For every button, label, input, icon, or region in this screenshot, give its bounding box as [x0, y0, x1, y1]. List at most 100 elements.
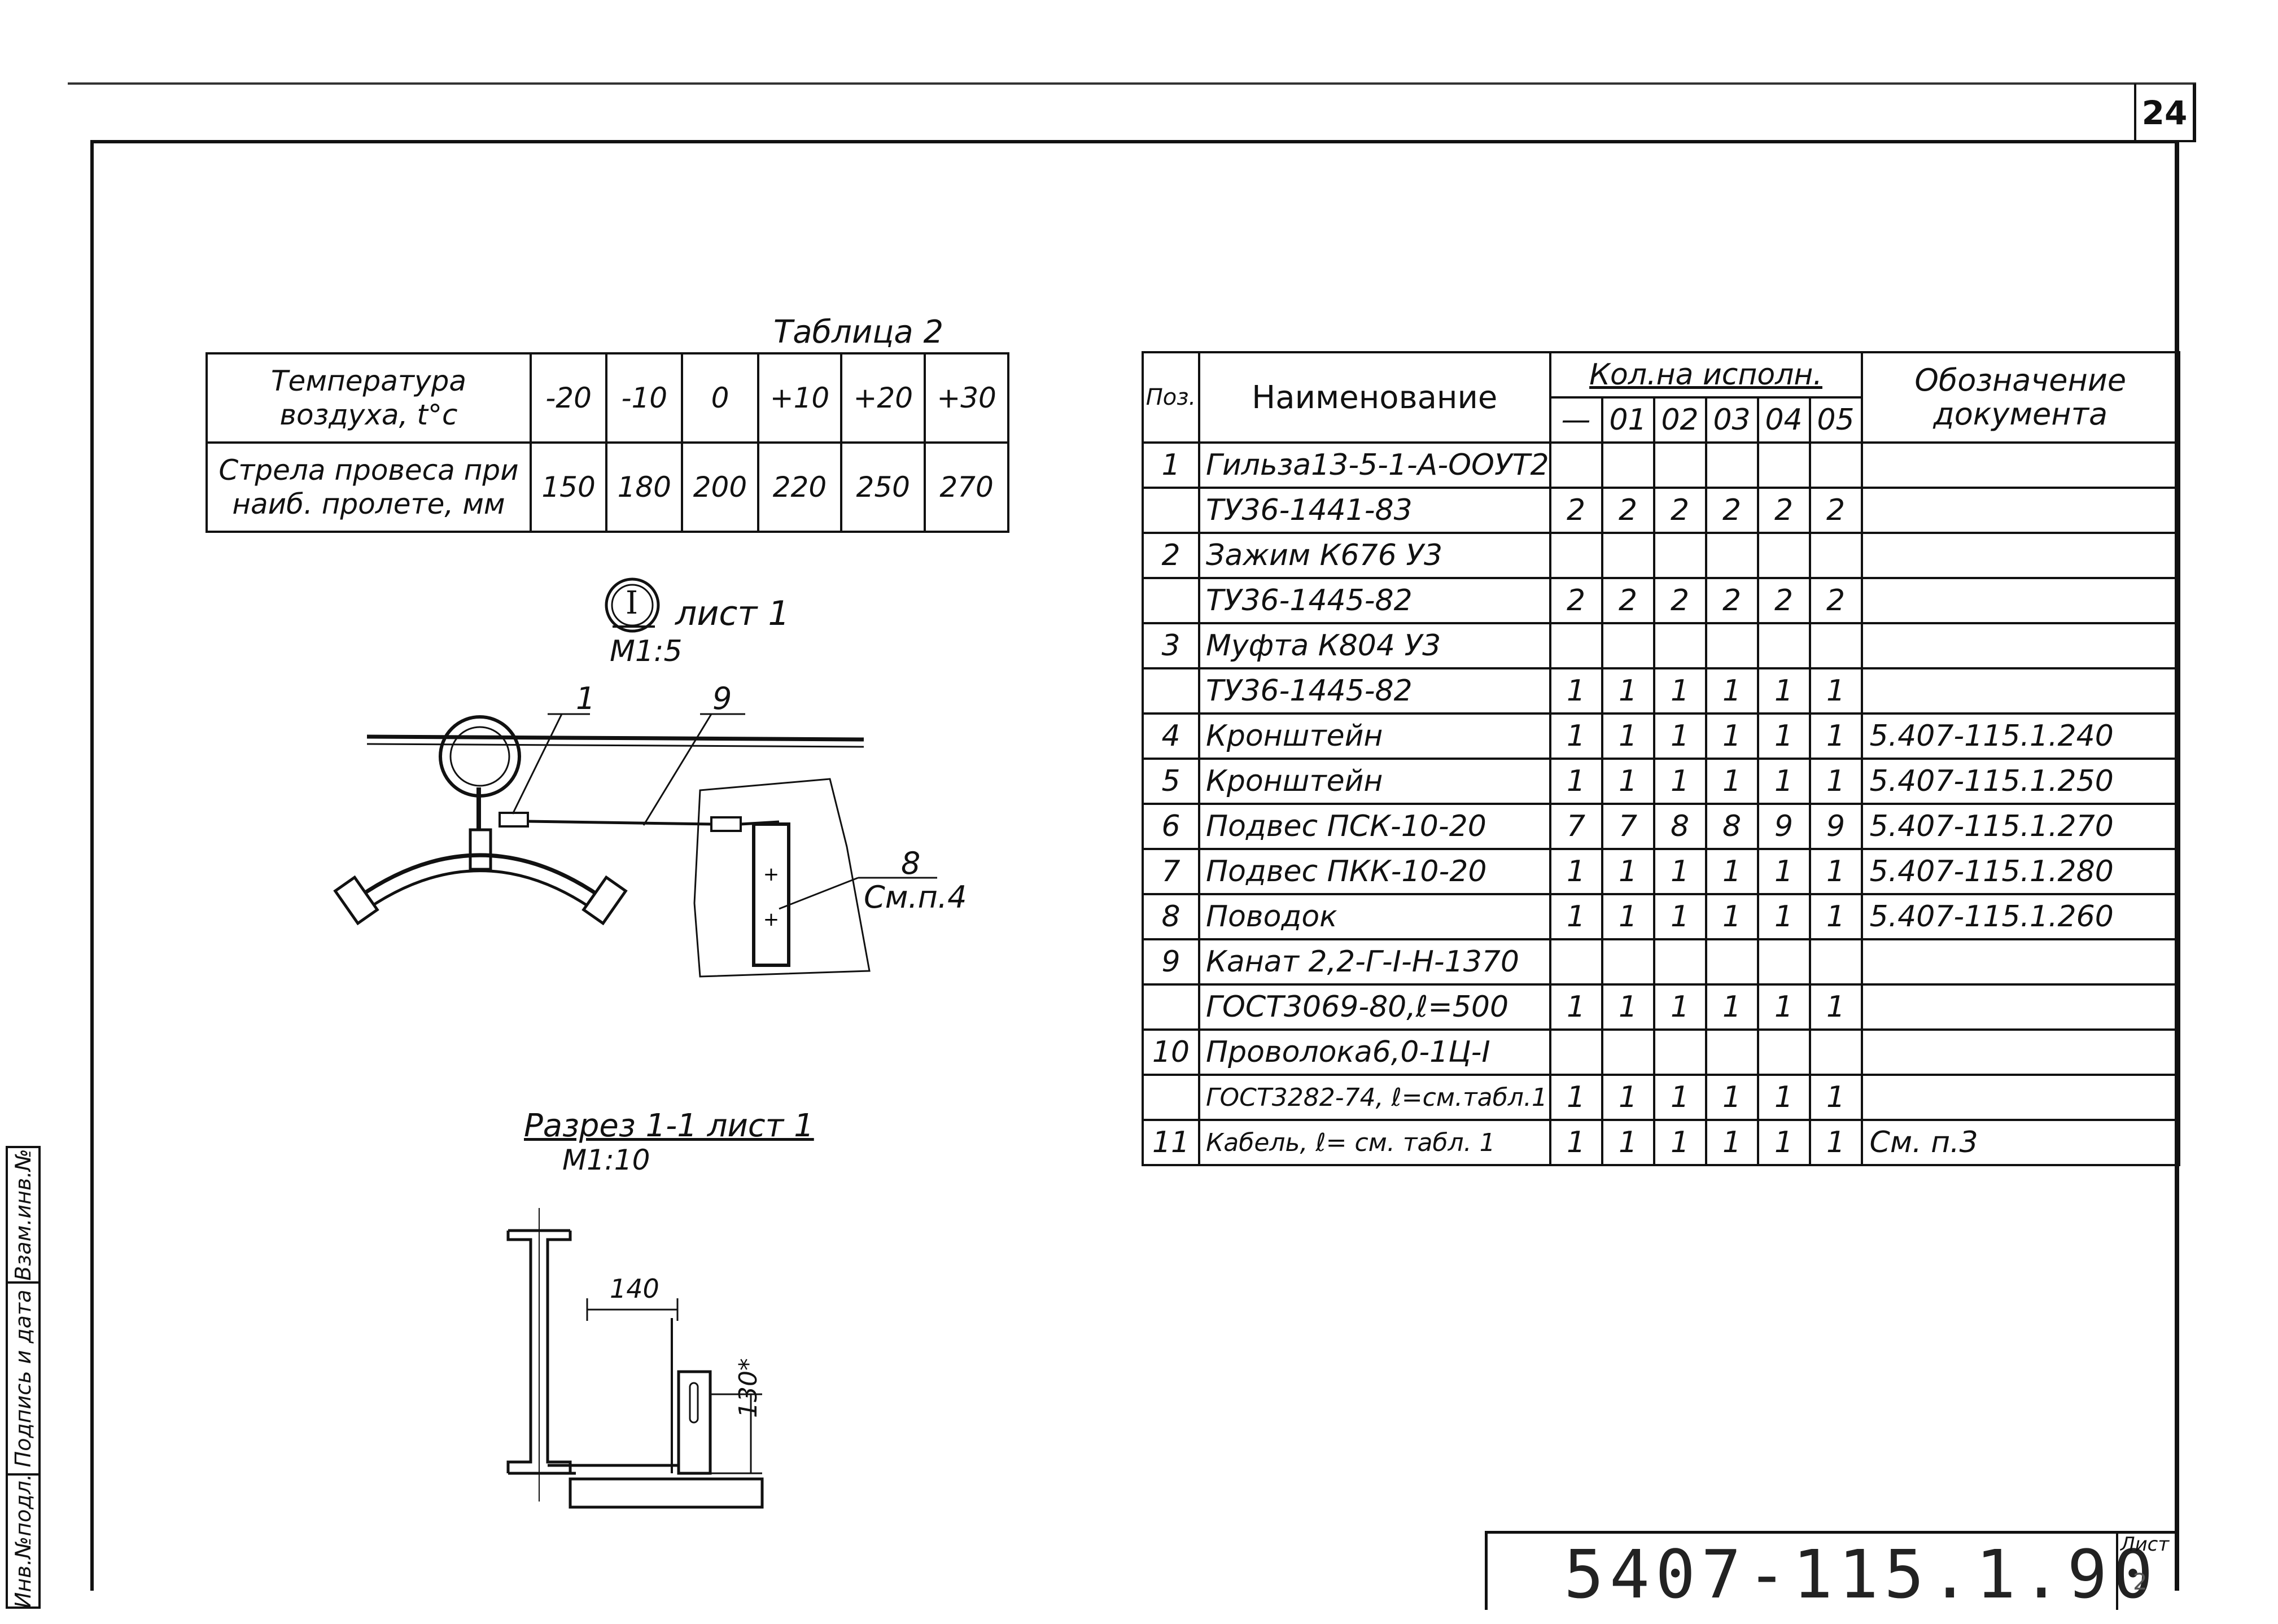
spec-qty-cell: [1756, 1028, 1811, 1076]
detail-label-8-ref: См.п.4: [864, 879, 967, 915]
spec-qty-cell: 1: [1549, 983, 1603, 1031]
spec-name-cell: Кабель, ℓ= см. табл. 1: [1198, 1119, 1551, 1166]
spec-pos-cell: [1142, 1074, 1200, 1121]
spec-qty-cell: 1: [1808, 893, 1863, 940]
section-scale: М1:10: [562, 1144, 650, 1176]
detail-label-8: 8: [901, 846, 921, 881]
wall-outline: [693, 778, 871, 978]
spec-name-cell: ТУ36-1445-82: [1198, 667, 1551, 715]
svg-text:+: +: [763, 863, 780, 886]
spec-qty-cell: [1808, 622, 1863, 669]
spec-qty-cell: 1: [1756, 712, 1811, 760]
spec-doc-cell: 5.407-115.1.250: [1860, 758, 2181, 805]
spec-name-cell: Муфта К804 У3: [1198, 622, 1551, 669]
table2-temp-cell: -20: [529, 352, 608, 444]
spec-pos-cell: 3: [1142, 622, 1200, 669]
spec-qty-cell: 2: [1808, 577, 1863, 624]
spec-qty-cell: [1652, 532, 1707, 579]
spec-name-cell: Кронштейн: [1198, 712, 1551, 760]
rope-9: [527, 820, 712, 826]
table2-temp-cell: +30: [924, 352, 1009, 444]
spec-qty-cell: 1: [1808, 712, 1863, 760]
spec-qty-cell: [1808, 441, 1863, 489]
spec-qty-cell: [1549, 622, 1603, 669]
callout-circle: [605, 577, 660, 633]
table2-sag-cell: 200: [681, 441, 759, 533]
spec-doc-cell: [1860, 1028, 2181, 1076]
spec-name-cell: Проволока6,0-1Ц-I: [1198, 1028, 1551, 1076]
spec-doc-cell: 5.407-115.1.280: [1860, 848, 2181, 895]
spec-pos-cell: 10: [1142, 1028, 1200, 1076]
spec-qty-cell: 1: [1808, 848, 1863, 895]
spec-qty-cell: 1: [1704, 893, 1759, 940]
spec-pos-cell: 7: [1142, 848, 1200, 895]
spec-qty-cell: 1: [1808, 983, 1863, 1031]
dim-140: 140: [610, 1273, 659, 1304]
detail-drawing: + +: [333, 577, 937, 978]
spec-pos-cell: 1: [1142, 441, 1200, 489]
spec-doc-cell: [1860, 938, 2181, 986]
spec-variant-header: 03: [1704, 396, 1759, 444]
spec-qty-cell: 1: [1704, 1074, 1759, 1121]
spec-qty-cell: 2: [1601, 487, 1655, 534]
spec-qty-cell: [1549, 1028, 1603, 1076]
spec-qty-cell: 1: [1756, 848, 1811, 895]
stamp-signature: Подпись и дата: [8, 1284, 38, 1476]
spec-qty-cell: 1: [1601, 1119, 1655, 1166]
spec-qty-cell: 1: [1808, 1074, 1863, 1121]
spec-qty-cell: [1756, 938, 1811, 986]
spec-qty-cell: 1: [1704, 667, 1759, 715]
spec-name-cell: ГОСТ3282-74, ℓ=см.табл.1: [1198, 1074, 1551, 1121]
table2-sag-cell: 180: [605, 441, 684, 533]
spec-qty-cell: 1: [1808, 1119, 1863, 1166]
stamp-inventory: Инв.№подл.: [11, 1476, 36, 1607]
spec-qty-cell: [1549, 532, 1603, 579]
spec-qty-cell: 2: [1549, 577, 1603, 624]
spec-qty-cell: 1: [1549, 893, 1603, 940]
spec-doc-cell: [1860, 577, 2181, 624]
spec-name-cell: Канат 2,2-Г-I-Н-1370: [1198, 938, 1551, 986]
spec-qty-cell: 1: [1756, 1119, 1811, 1166]
spec-doc-cell: [1860, 487, 2181, 534]
spec-pos-cell: 2: [1142, 532, 1200, 579]
spec-qty-cell: 1: [1808, 667, 1863, 715]
specification-table: Поз. Наименование Кол.на исполн. Обознач…: [1142, 351, 2181, 1166]
table2-temp-cell: -10: [605, 352, 684, 444]
detail-label-1: 1: [576, 681, 596, 716]
top-border-line: [68, 82, 2196, 85]
spec-qty-cell: 1: [1756, 1074, 1811, 1121]
page-number: 24: [2134, 84, 2196, 142]
spec-doc-cell: См. п.3: [1860, 1119, 2181, 1166]
spec-qty-cell: 1: [1601, 1074, 1655, 1121]
spec-qty-cell: 8: [1704, 803, 1759, 850]
spec-qty-cell: 2: [1652, 487, 1707, 534]
spec-qty-cell: [1704, 622, 1759, 669]
spec-qty-cell: 1: [1601, 758, 1655, 805]
spec-name-cell: ТУ36-1441-83: [1198, 487, 1551, 534]
spec-qty-cell: [1549, 938, 1603, 986]
clamp-ring: [439, 715, 521, 798]
table2-sag-cell: 250: [840, 441, 926, 533]
spec-name-cell: Подвес ПКК-10-20: [1198, 848, 1551, 895]
spec-qty-cell: 1: [1601, 712, 1655, 760]
spec-pos-cell: 9: [1142, 938, 1200, 986]
spec-qty-cell: 2: [1704, 487, 1759, 534]
spec-qty-cell: 1: [1756, 893, 1811, 940]
spec-variant-header: 02: [1652, 396, 1707, 444]
spec-name-cell: Поводок: [1198, 893, 1551, 940]
spec-qty-cell: 1: [1704, 712, 1759, 760]
spec-name-cell: ТУ36-1445-82: [1198, 577, 1551, 624]
spec-qty-cell: [1601, 441, 1655, 489]
spec-qty-cell: 8: [1652, 803, 1707, 850]
spec-header-qty: Кол.на исполн.: [1549, 351, 1863, 399]
spec-qty-cell: 1: [1549, 848, 1603, 895]
spec-qty-cell: 1: [1549, 712, 1603, 760]
spec-qty-cell: 9: [1756, 803, 1811, 850]
spec-name-cell: ГОСТ3069-80,ℓ=500: [1198, 983, 1551, 1031]
